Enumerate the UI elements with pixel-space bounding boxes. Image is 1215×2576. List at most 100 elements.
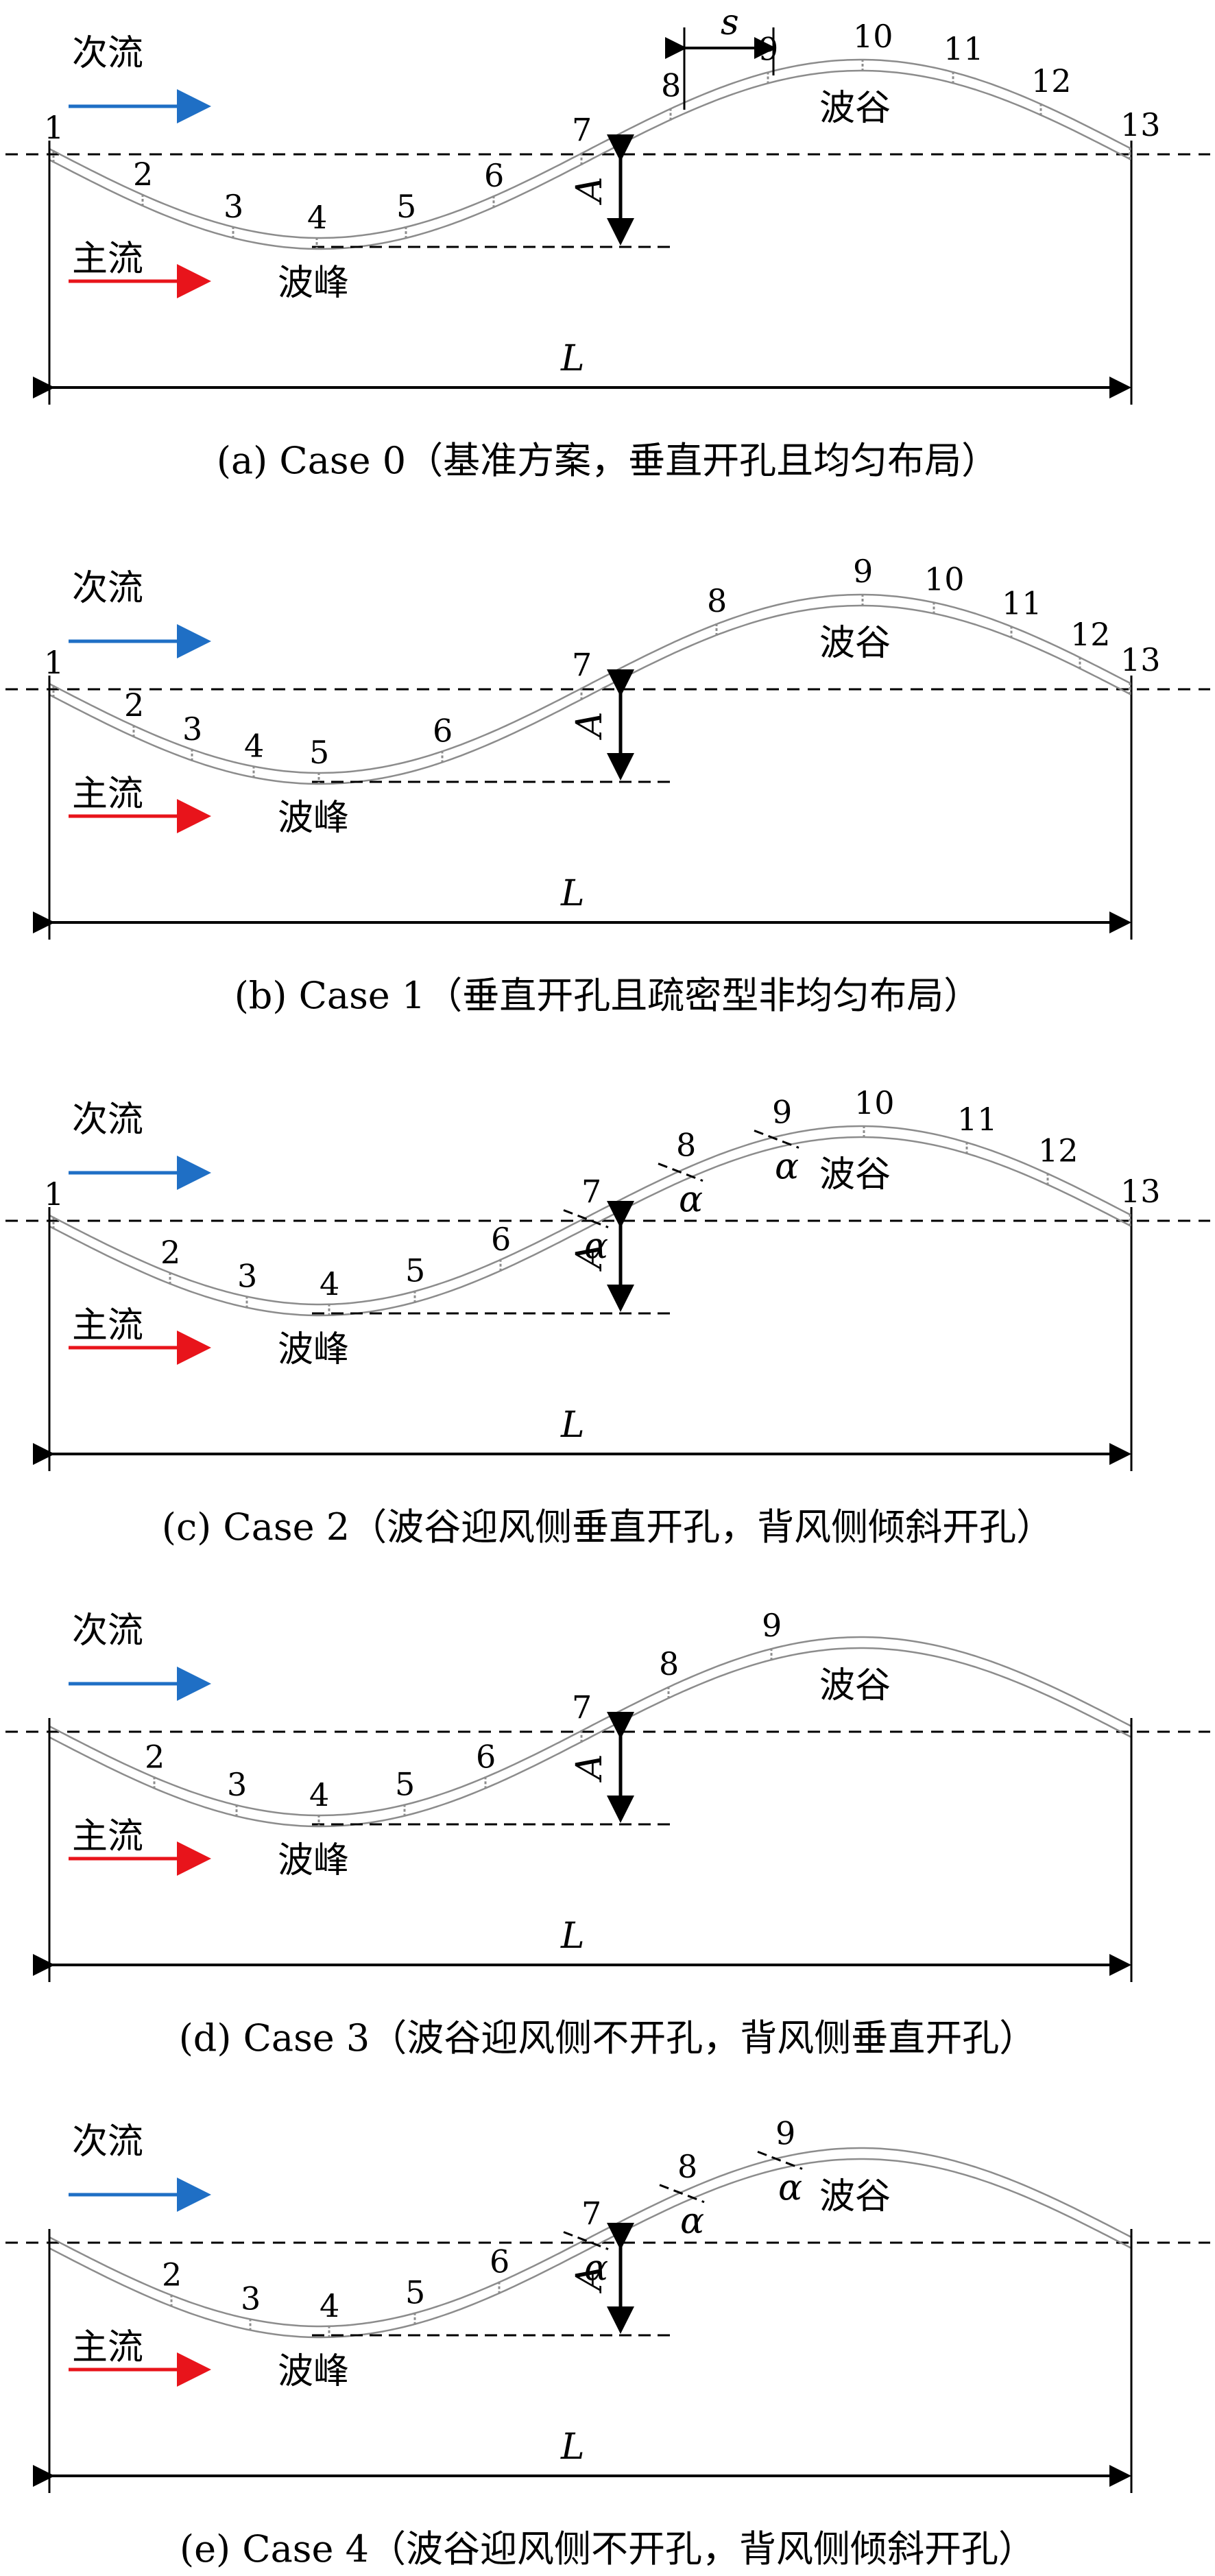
spacing-label: s — [721, 2, 739, 43]
hole-number-2: 2 — [160, 1234, 180, 1271]
wall-upper — [49, 1125, 1132, 1306]
amplitude-label: A — [569, 2265, 610, 2293]
secondary-flow-label: 次流 — [72, 2121, 143, 2162]
angled-hole-7 — [563, 1209, 609, 1228]
hole-number-6: 6 — [484, 157, 504, 194]
hole-number-12: 12 — [1038, 1132, 1079, 1169]
angled-hole-8 — [659, 2184, 705, 2204]
hole-number-7: 7 — [572, 1689, 592, 1726]
hole-number-8: 8 — [707, 582, 727, 619]
hole-number-11: 11 — [943, 30, 984, 67]
hole-number-5: 5 — [405, 1252, 425, 1289]
length-label: L — [560, 1916, 585, 1957]
hole-number-4: 4 — [320, 1265, 339, 1302]
trough-label: 波谷 — [819, 88, 891, 129]
panel-caption: (d) Case 3（波谷迎风侧不开孔，背风侧垂直开孔） — [179, 2016, 1037, 2060]
hole-number-7: 7 — [572, 647, 592, 684]
crest-label: 波峰 — [278, 1329, 349, 1370]
hole-number-9: 9 — [772, 1094, 792, 1131]
secondary-flow-label: 次流 — [72, 1610, 143, 1651]
hole-number-11: 11 — [1002, 585, 1042, 622]
main-flow-label: 主流 — [72, 774, 143, 815]
hole-number-5: 5 — [405, 2274, 425, 2311]
hole-number-2: 2 — [162, 2256, 182, 2293]
hole-number-9: 9 — [775, 2114, 795, 2151]
hole-number-6: 6 — [490, 2243, 509, 2280]
hole-number-2: 2 — [133, 156, 153, 193]
trough-label: 波谷 — [819, 1665, 891, 1706]
hole-number-4: 4 — [320, 2287, 339, 2324]
hole-number-4: 4 — [307, 199, 327, 236]
amplitude-label: A — [569, 176, 610, 205]
length-label: L — [560, 1405, 585, 1446]
hole-number-4: 4 — [309, 1776, 329, 1813]
trough-label: 波谷 — [819, 1154, 891, 1195]
trough-label: 波谷 — [819, 623, 891, 664]
hole-number-1: 1 — [44, 1176, 64, 1213]
hole-number-1: 1 — [44, 109, 64, 146]
wall-lower — [49, 1136, 1132, 1317]
panel-caption: (b) Case 1（垂直开孔且疏密型非均匀布局） — [234, 974, 981, 1017]
angle-label-9: α — [778, 2167, 802, 2208]
hole-number-13: 13 — [1120, 641, 1161, 678]
amplitude-label: A — [569, 1243, 610, 1272]
hole-number-2: 2 — [145, 1738, 165, 1775]
hole-number-3: 3 — [224, 188, 243, 225]
hole-number-2: 2 — [124, 687, 144, 724]
amplitude-label: A — [569, 1754, 610, 1782]
main-flow-label: 主流 — [72, 1816, 143, 1857]
hole-number-7: 7 — [572, 112, 592, 149]
amplitude-label: A — [569, 711, 610, 740]
angle-label-9: α — [775, 1147, 799, 1188]
hole-number-10: 10 — [924, 561, 965, 598]
hole-number-6: 6 — [491, 1221, 511, 1258]
crest-label: 波峰 — [278, 798, 349, 839]
hole-number-6: 6 — [433, 713, 453, 750]
hole-number-9: 9 — [762, 1607, 782, 1644]
hole-number-3: 3 — [227, 1766, 247, 1803]
wall-upper — [49, 2147, 1132, 2328]
wall-upper — [49, 58, 1132, 239]
hole-number-1: 1 — [44, 644, 64, 681]
main-flow-label: 主流 — [72, 239, 143, 280]
wall-upper — [49, 593, 1132, 774]
length-label: L — [560, 2426, 585, 2468]
crest-label: 波峰 — [278, 263, 349, 304]
angled-hole-9 — [754, 1130, 799, 1149]
hole-number-6: 6 — [476, 1738, 496, 1775]
wall-lower — [49, 69, 1132, 250]
hole-number-8: 8 — [677, 2148, 697, 2185]
hole-number-3: 3 — [237, 1257, 257, 1294]
wall-lower — [49, 2158, 1132, 2339]
crest-label: 波峰 — [278, 2351, 349, 2392]
hole-number-4: 4 — [244, 728, 264, 765]
crest-label: 波峰 — [278, 1840, 349, 1881]
hole-number-3: 3 — [241, 2280, 261, 2317]
hole-number-8: 8 — [659, 1645, 679, 1682]
hole-number-9: 9 — [853, 553, 873, 590]
angled-hole-8 — [658, 1162, 703, 1182]
hole-number-13: 13 — [1120, 106, 1161, 143]
main-flow-label: 主流 — [72, 2327, 143, 2368]
angle-label-7: α — [584, 1226, 608, 1267]
panel-caption: (e) Case 4（波谷迎风侧不开孔，背风侧倾斜开孔） — [180, 2527, 1035, 2571]
hole-number-8: 8 — [676, 1127, 696, 1164]
main-flow-label: 主流 — [72, 1305, 143, 1346]
hole-number-7: 7 — [581, 2195, 601, 2232]
wall-upper — [49, 1636, 1132, 1817]
hole-number-10: 10 — [853, 18, 893, 55]
length-label: L — [560, 873, 585, 914]
length-label: L — [560, 338, 585, 379]
secondary-flow-label: 次流 — [72, 33, 143, 74]
hole-number-12: 12 — [1070, 616, 1111, 653]
hole-number-7: 7 — [581, 1173, 601, 1210]
wall-lower — [49, 1647, 1132, 1828]
hole-number-10: 10 — [854, 1084, 895, 1121]
angle-label-8: α — [680, 2201, 704, 2242]
